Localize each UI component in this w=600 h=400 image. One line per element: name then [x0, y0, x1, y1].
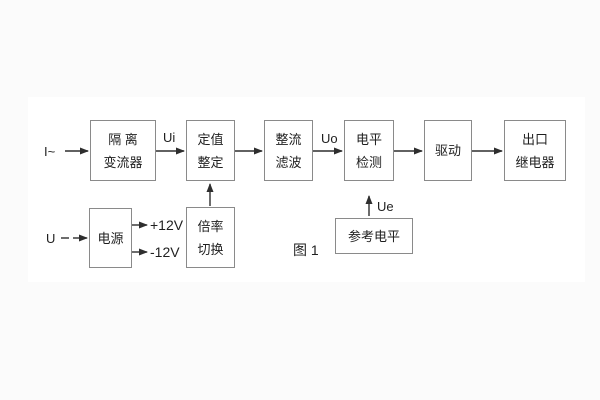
block-rectifier-line1: 整流 [275, 131, 302, 147]
block-setting-line1: 定值 [197, 131, 224, 147]
block-power-line1: 电源 [97, 230, 124, 246]
label-minus12v: -12V [150, 244, 180, 260]
block-setting-line2: 整定 [197, 154, 224, 170]
figure-caption: 图 1 [293, 242, 319, 258]
block-relay-line2: 继电器 [515, 154, 555, 170]
block-power-supply: 电源 [89, 208, 132, 268]
label-input-voltage: U [46, 231, 56, 246]
block-rectifier-filter: 整流 滤波 [264, 120, 313, 181]
label-signal-ue: Ue [377, 199, 394, 214]
block-isolation-line2: 变流器 [103, 154, 143, 170]
block-relay-line1: 出口 [521, 131, 548, 147]
block-output-relay: 出口 继电器 [504, 120, 566, 181]
block-multiplier-switch: 倍率 切换 [186, 207, 235, 268]
label-signal-ui: Ui [163, 130, 176, 145]
block-multiplier-line1: 倍率 [197, 218, 224, 234]
block-level-detect: 电平 检测 [344, 120, 394, 181]
label-plus12v: +12V [150, 217, 184, 233]
block-reference-level: 参考电平 [335, 218, 413, 254]
block-multiplier-line2: 切换 [197, 241, 224, 257]
block-level-line2: 检测 [355, 154, 382, 170]
label-input-current: I~ [44, 144, 56, 159]
block-setting: 定值 整定 [186, 120, 235, 181]
block-isolation-line1: 隔 离 [108, 131, 138, 147]
block-level-line1: 电平 [355, 131, 382, 147]
label-signal-uo: Uo [321, 131, 338, 146]
block-reference-line1: 参考电平 [347, 228, 400, 244]
block-rectifier-line2: 滤波 [275, 154, 302, 170]
block-isolation-transformer: 隔 离 变流器 [90, 120, 156, 181]
block-drive-line1: 驱动 [434, 143, 461, 158]
block-drive: 驱动 [424, 120, 472, 181]
